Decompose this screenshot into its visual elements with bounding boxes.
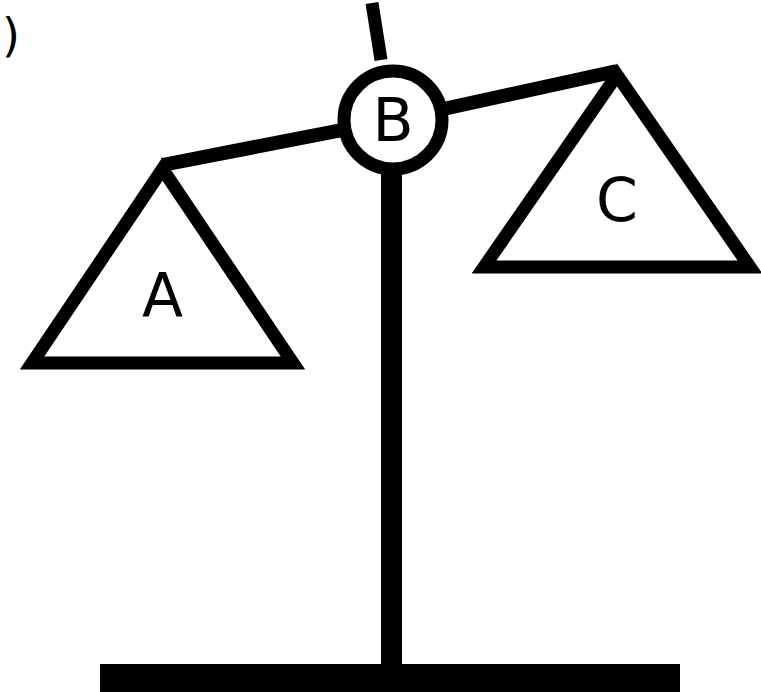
part-letter: A <box>142 265 183 325</box>
pivot-circle: B <box>337 64 449 176</box>
part-letter: B <box>372 90 413 150</box>
part-letter: C <box>596 170 638 230</box>
scale-pan: A <box>25 160 300 370</box>
figure-mark: ) <box>2 12 20 58</box>
scale-pan: C <box>477 66 757 274</box>
pointer-stub <box>372 3 381 60</box>
pivot-ring <box>344 71 442 169</box>
pan-triangle <box>32 169 293 363</box>
scale-pole <box>381 168 402 668</box>
beam-arm <box>163 131 340 165</box>
scale-base <box>100 664 680 692</box>
pan-triangle <box>484 75 750 267</box>
